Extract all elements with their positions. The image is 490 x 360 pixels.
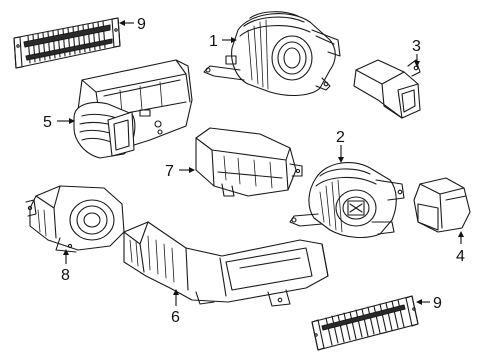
part-1-blower-housing[interactable] [203, 11, 341, 97]
callout-6: 6 [171, 309, 180, 326]
callout-9-top: 9 [137, 16, 146, 33]
callout-7: 7 [165, 163, 174, 180]
callout-8: 8 [61, 267, 70, 284]
callout-2: 2 [336, 129, 345, 146]
part-4-duct-adapter[interactable] [413, 177, 471, 233]
part-5-air-inlet-housing[interactable] [73, 59, 193, 159]
part-9-cabin-filter-bottom[interactable] [311, 295, 419, 351]
callout-1: 1 [209, 33, 218, 50]
callout-4: 4 [456, 248, 465, 265]
part-3-air-duct-small[interactable] [353, 59, 421, 119]
part-8-air-inlet-duct[interactable] [25, 185, 125, 253]
callout-5: 5 [43, 114, 52, 131]
callout-3: 3 [412, 38, 421, 55]
part-2-blower-motor-assembly[interactable] [289, 162, 405, 239]
callout-leaders [57, 20, 464, 306]
callout-9-bottom: 9 [433, 295, 442, 312]
part-6-floor-air-duct[interactable] [123, 221, 329, 307]
part-7-air-distribution-duct[interactable] [195, 127, 303, 197]
part-9-cabin-filter-top[interactable] [13, 17, 121, 69]
